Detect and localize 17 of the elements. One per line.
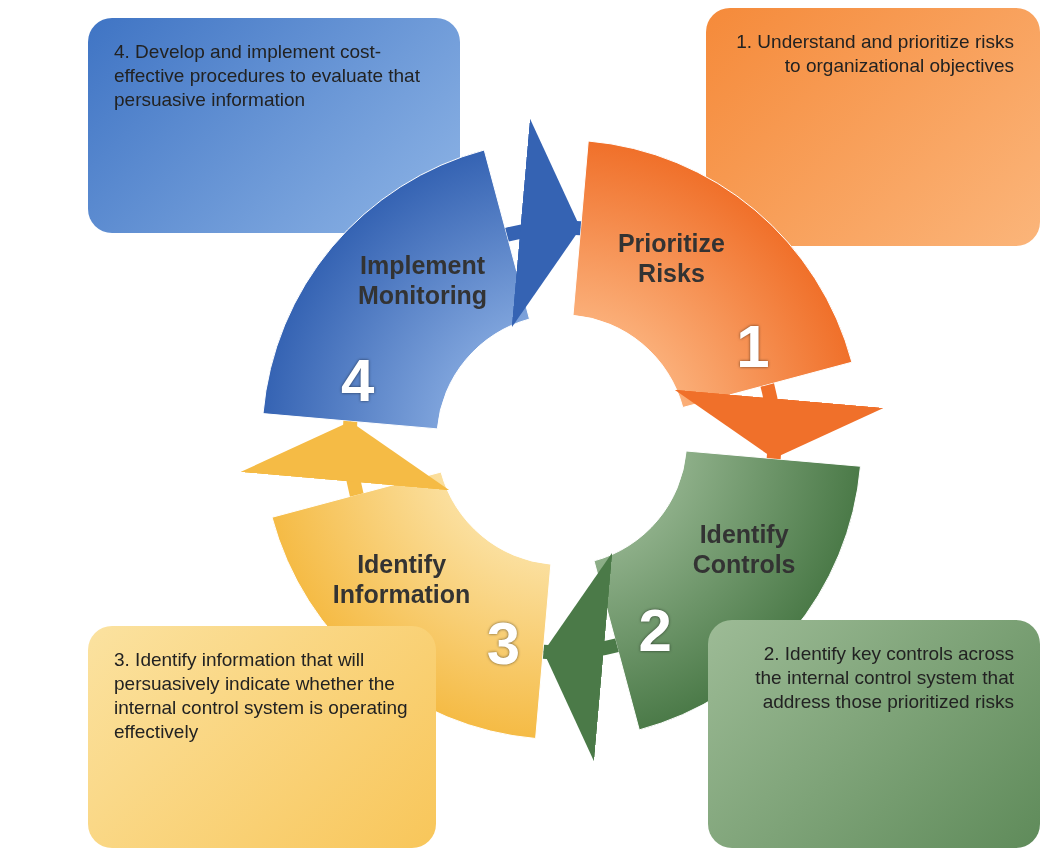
step-number: 3 (486, 613, 521, 676)
step-number: 2 (638, 600, 672, 662)
info-card (88, 626, 436, 848)
info-card (88, 18, 460, 233)
segment-title: Prioritize Risks (616, 227, 726, 288)
ring-segment (263, 150, 530, 430)
segment-title: Identify Information (331, 549, 472, 610)
info-card (708, 620, 1040, 848)
step-number: 1 (736, 315, 770, 378)
description-text: 3. Identify information that will persuasively indicate whether the internal control system is operating effectively (114, 648, 409, 744)
ring-segment (572, 141, 852, 408)
description-text: 4. Develop and implement cost-effective procedures to evaluate that persuasive information (114, 40, 421, 112)
segment-title: Implement Monitoring (357, 249, 489, 310)
description-text: 1. Understand and prioritize risks to organizational objectives (735, 30, 1014, 78)
step-number: 4 (341, 350, 375, 413)
description-text: 2. Identify key controls across the internal control system that address those prioritized risks (754, 642, 1014, 714)
segment-title: Identify Controls (691, 519, 797, 580)
